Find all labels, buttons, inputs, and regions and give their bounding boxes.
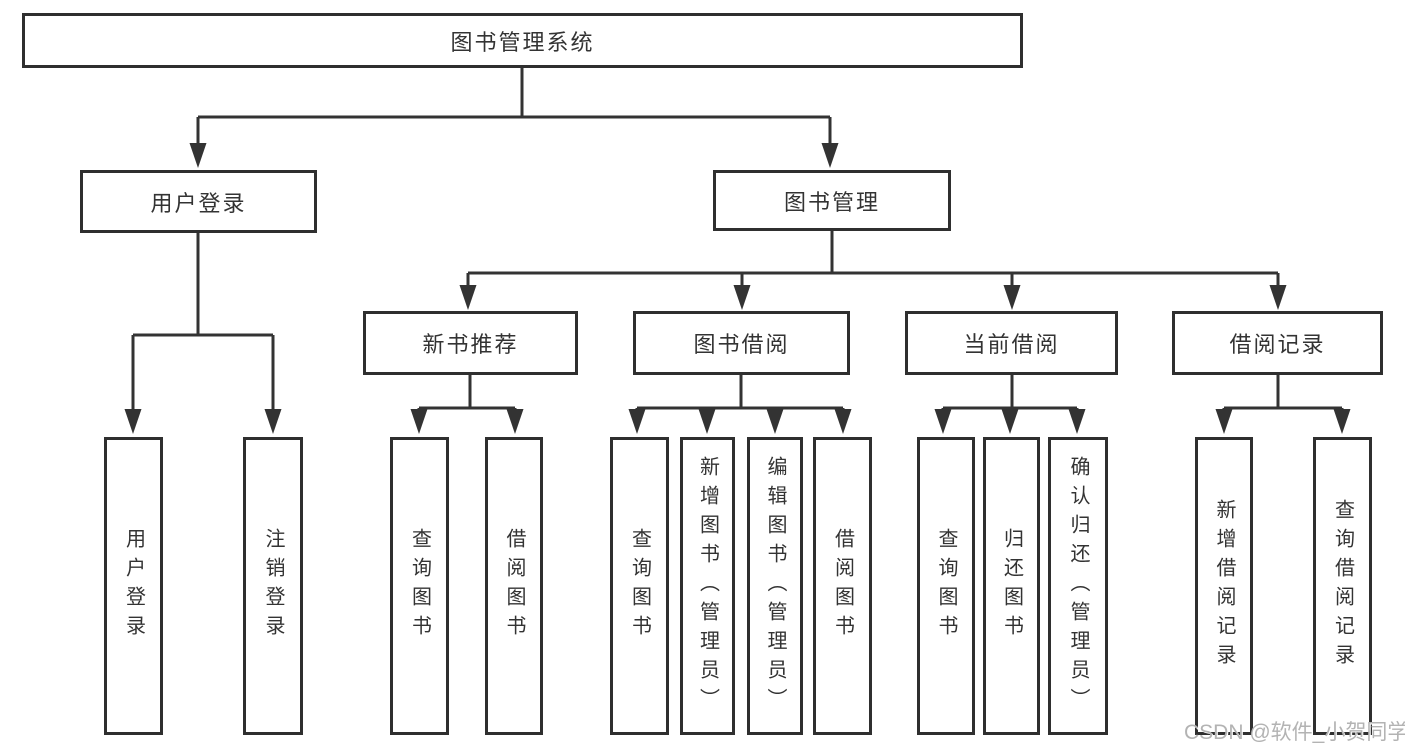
leaf-label: 新增借阅记录 bbox=[1213, 499, 1235, 673]
node-current-borrowing: 当前借阅 bbox=[905, 311, 1118, 375]
node-book-management: 图书管理 bbox=[713, 170, 951, 231]
leaf-label: 查询图书 bbox=[628, 528, 651, 644]
leaf-label: 用户登录 bbox=[122, 528, 145, 644]
leaf-label: 注销登录 bbox=[262, 528, 284, 644]
leaf-label: 查询借阅记录 bbox=[1331, 499, 1354, 673]
leaf-add-borrowing-record: 新增借阅记录 bbox=[1195, 437, 1253, 735]
leaf-label: 确认归还（管理员） bbox=[1067, 455, 1089, 717]
leaf-label: 新增图书（管理员） bbox=[696, 455, 719, 717]
node-new-book-recommendation: 新书推荐 bbox=[363, 311, 578, 375]
leaf-query-books-recommendation: 查询图书 bbox=[390, 437, 449, 735]
node-label: 用户登录 bbox=[150, 190, 247, 216]
node-label: 借阅记录 bbox=[1229, 332, 1326, 357]
node-label: 新书推荐 bbox=[422, 332, 519, 357]
leaf-query-books-borrowing: 查询图书 bbox=[610, 437, 669, 735]
leaf-borrow-books-borrowing: 借阅图书 bbox=[813, 437, 872, 735]
leaf-label: 查询图书 bbox=[935, 528, 957, 644]
leaf-return-books: 归还图书 bbox=[983, 437, 1040, 735]
csdn-watermark: CSDN @软件_小贺同学 bbox=[1184, 721, 1405, 744]
leaf-query-borrowing-record: 查询借阅记录 bbox=[1313, 437, 1372, 735]
leaf-label: 借阅图书 bbox=[831, 528, 854, 644]
leaf-borrow-books-recommendation: 借阅图书 bbox=[485, 437, 543, 735]
leaf-logout: 注销登录 bbox=[243, 437, 303, 735]
leaf-label: 归还图书 bbox=[1000, 528, 1023, 644]
node-label: 图书管理系统 bbox=[450, 29, 595, 55]
node-label: 图书借阅 bbox=[693, 332, 790, 357]
node-library-management-system: 图书管理系统 bbox=[22, 13, 1023, 68]
leaf-add-books-admin: 新增图书（管理员） bbox=[680, 437, 735, 735]
leaf-label: 编辑图书（管理员） bbox=[764, 455, 786, 717]
node-user-login: 用户登录 bbox=[80, 170, 317, 233]
leaf-edit-books-admin: 编辑图书（管理员） bbox=[747, 437, 803, 735]
leaf-label: 借阅图书 bbox=[503, 528, 525, 644]
node-label: 图书管理 bbox=[783, 189, 880, 215]
node-borrowing-records: 借阅记录 bbox=[1172, 311, 1383, 375]
leaf-user-login: 用户登录 bbox=[104, 437, 163, 735]
node-label: 当前借阅 bbox=[963, 332, 1060, 357]
leaf-query-books-current: 查询图书 bbox=[917, 437, 975, 735]
leaf-label: 查询图书 bbox=[408, 528, 431, 644]
node-book-borrowing: 图书借阅 bbox=[633, 311, 850, 375]
leaf-confirm-return-admin: 确认归还（管理员） bbox=[1048, 437, 1108, 735]
